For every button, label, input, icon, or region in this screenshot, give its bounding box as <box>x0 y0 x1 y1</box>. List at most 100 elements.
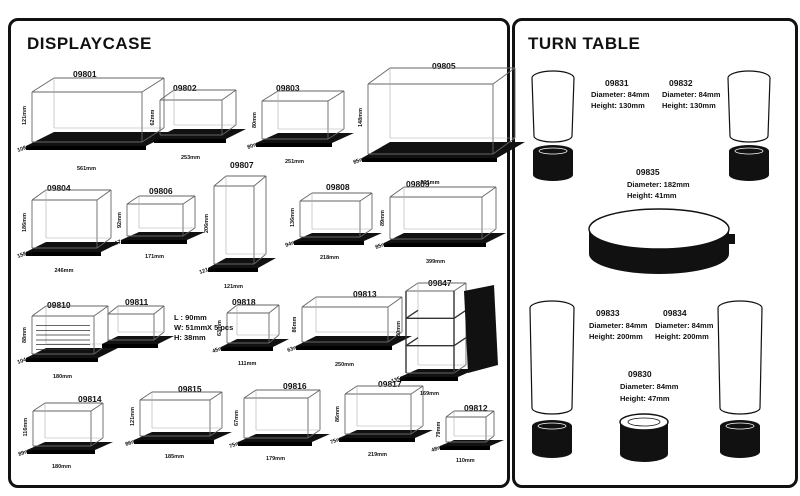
case-code: 09812 <box>464 403 488 413</box>
case-code: 09817 <box>378 379 402 389</box>
case-code: 09804 <box>47 183 71 193</box>
case-width-label: 561mm <box>77 166 96 172</box>
case-base <box>440 440 504 446</box>
case-09811-spec-h: H: 38mm <box>174 333 206 342</box>
case-depth-label: 121mm <box>199 264 219 276</box>
case-width-label: 185mm <box>165 454 184 460</box>
case-width-label: 218mm <box>320 255 339 261</box>
turntable-code: 09832 <box>669 78 693 88</box>
case-code: 09803 <box>276 83 300 93</box>
case-depth-label: 80mm <box>247 140 264 151</box>
case-09801-drawing: 561mm 121mm 108mm <box>17 77 174 172</box>
case-width-label: 110mm <box>456 458 475 464</box>
case-width-label: 399mm <box>426 259 445 265</box>
case-height-label: 86mm <box>292 316 298 332</box>
case-width-label: 180mm <box>53 374 72 380</box>
case-width-label: 111mm <box>238 361 256 367</box>
case-base <box>384 233 506 243</box>
case-depth-label: 117mm <box>112 236 132 248</box>
case-base <box>154 129 246 139</box>
case-height-label: 116mm <box>23 418 29 437</box>
case-code: 09815 <box>178 384 202 394</box>
turntable-diameter: Diameter: 182mm <box>627 180 690 189</box>
case-base <box>26 132 174 146</box>
case-code: 09810 <box>47 300 71 310</box>
case-code: 09809 <box>406 179 430 189</box>
case-height-label: 67mm <box>234 410 240 426</box>
case-width-label: 179mm <box>266 456 285 462</box>
case-width-label: 180mm <box>52 464 71 470</box>
turntable-code: 09834 <box>663 308 687 318</box>
turntable-diameter: Diameter: 84mm <box>662 90 721 99</box>
case-height-label: 121mm <box>22 106 28 125</box>
case-height-label: 206mm <box>204 214 210 233</box>
turntable-title: TURN TABLE <box>528 34 641 53</box>
turntable-height: Height: 200mm <box>589 332 643 341</box>
case-depth-label: 85mm <box>375 240 392 251</box>
turntable-09830 <box>612 410 676 475</box>
turntable-diameter: Diameter: 84mm <box>620 382 679 391</box>
displaycase-title: DISPLAYCASE <box>27 34 152 53</box>
case-base <box>362 142 525 158</box>
case-black-variant <box>464 285 498 373</box>
turntable-09833-drawing <box>529 300 575 458</box>
case-code: 09818 <box>232 297 256 307</box>
turntable-height: Height: 200mm <box>655 332 709 341</box>
turntable-code: 09831 <box>605 78 629 88</box>
case-base <box>26 242 121 252</box>
case-depth-label: 63mm <box>287 343 304 354</box>
case-depth-label: 89mm <box>18 447 35 458</box>
turntable-diameter: Diameter: 84mm <box>591 90 650 99</box>
turntable-diameter: Diameter: 84mm <box>589 321 648 330</box>
case-width-label: 501mm <box>421 180 440 186</box>
case-depth-label: 75mm <box>330 435 347 446</box>
turntable-diameter: Diameter: 84mm <box>655 321 714 330</box>
turntable-09834 <box>712 298 772 473</box>
turntable-09835 <box>583 204 743 289</box>
case-depth-label: 75mm <box>229 439 246 450</box>
turntable-code: 09830 <box>628 369 652 379</box>
case-width-label: 219mm <box>368 452 387 458</box>
turntable-09831-drawing <box>531 70 575 181</box>
case-base <box>208 258 276 268</box>
case-height-label: 88mm <box>22 327 28 343</box>
case-code: 09814 <box>78 394 102 404</box>
turntable-height: Height: 47mm <box>620 394 670 403</box>
case-depth-label: 86mm <box>125 437 142 448</box>
case-09816-drawing: 179mm 67mm 75mm <box>229 389 330 462</box>
case-depth-label: 80mm <box>145 136 162 147</box>
case-height-label: 79mm <box>436 421 442 437</box>
case-width-label: 169mm <box>420 391 439 397</box>
case-width-label: 253mm <box>181 155 200 161</box>
case-code: 09802 <box>173 83 197 93</box>
case-height-label: 92mm <box>117 212 123 228</box>
case-height-label: 86mm <box>335 406 341 422</box>
case-code: 09805 <box>432 61 456 71</box>
case-depth-label: 108mm <box>17 142 37 154</box>
turntable-09833 <box>524 298 584 473</box>
case-depth-label: 85mm <box>353 155 370 166</box>
case-code: 09806 <box>149 186 173 196</box>
case-09802-drawing: 253mm 62mm 80mm <box>145 89 246 161</box>
case-height-label: 62mm <box>150 109 156 125</box>
turntable-height: Height: 130mm <box>591 101 645 110</box>
case-width-label: 246mm <box>55 268 74 274</box>
case-09811-spec-pcs: X 5 pcs <box>207 323 234 332</box>
turntable-code: 09833 <box>596 308 620 318</box>
turntable-height: Height: 41mm <box>627 191 677 200</box>
case-height-label: 121mm <box>130 407 136 426</box>
case-width-label: 171mm <box>145 254 164 260</box>
case-code: 09811 <box>125 297 149 307</box>
turntable-height: Height: 130mm <box>662 101 716 110</box>
case-height-label: 80mm <box>252 112 258 128</box>
